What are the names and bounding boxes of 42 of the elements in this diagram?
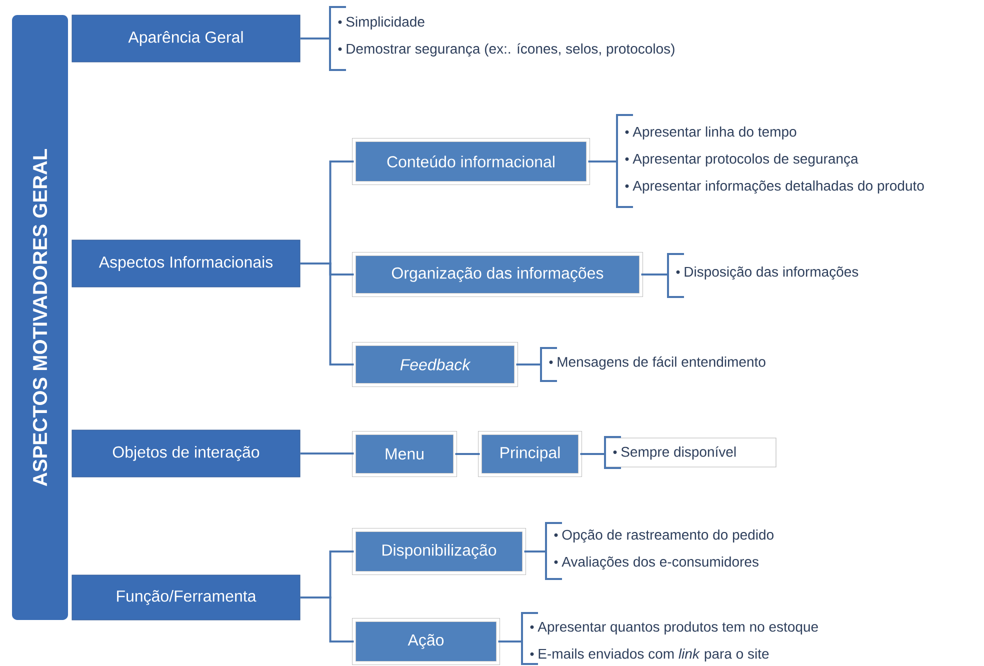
bracket-list: [545, 522, 774, 580]
connector-line: [524, 550, 546, 552]
subcategory-box: Feedback: [352, 342, 518, 387]
subcategory-box: Principal: [478, 431, 582, 477]
bullet-item: Opção de rastreamento do pedido: [554, 529, 774, 543]
bullet-item: Demostrar segurança (ex:. ícones, selos, protocolos): [338, 43, 674, 57]
bracket-list: [521, 612, 818, 665]
subcategory-box: Disponibilização: [352, 528, 526, 575]
bracket-list: [329, 6, 674, 71]
bullet-item: Apresentar quantos produtos tem no estoque: [530, 621, 818, 635]
bullet-item: Simplicidade: [338, 16, 424, 30]
connector-line: [498, 640, 522, 642]
connector-line: [588, 160, 617, 162]
bracket-list: [616, 114, 924, 208]
title-bar: ASPECTOS MOTIVADORES GERAL: [12, 15, 68, 620]
category-box: Função/Ferramenta: [72, 574, 300, 620]
bullet-item: Apresentar protocolos de segurança: [625, 153, 858, 167]
category-box: Aparência Geral: [72, 14, 300, 62]
category-box: Aspectos Informacionais: [72, 240, 300, 288]
bullet-item: Disposição das informações: [676, 266, 858, 280]
subcategory-box: Menu: [352, 431, 457, 477]
connector-line: [580, 453, 605, 455]
bracket-list: [540, 347, 766, 382]
bullet-item: Sempre disponível: [613, 446, 736, 460]
connector-line: [300, 596, 354, 642]
bullet-item: E-mails enviados com link para o site: [530, 648, 769, 662]
subcategory-box: Ação: [352, 618, 500, 665]
bracket-list: [667, 253, 858, 298]
connector-line: [455, 453, 480, 455]
bullet-item: Apresentar informações detalhadas do produto: [625, 180, 924, 194]
connector-line: [300, 38, 330, 40]
bullet-item: Avaliações dos e-consumidores: [554, 556, 758, 570]
subcategory-box: Organização das informações: [352, 252, 643, 297]
connector-line: [300, 262, 354, 366]
connector-line: [300, 452, 354, 454]
category-box: Objetos de interação: [72, 430, 300, 478]
connector-line: [516, 364, 541, 366]
bullet-item: Apresentar linha do tempo: [625, 126, 796, 140]
connector-line: [641, 274, 668, 276]
bullet-item: Mensagens de fácil entendimento: [549, 356, 766, 370]
bracket-list: [604, 436, 776, 469]
subcategory-box: Conteúdo informacional: [352, 138, 590, 185]
